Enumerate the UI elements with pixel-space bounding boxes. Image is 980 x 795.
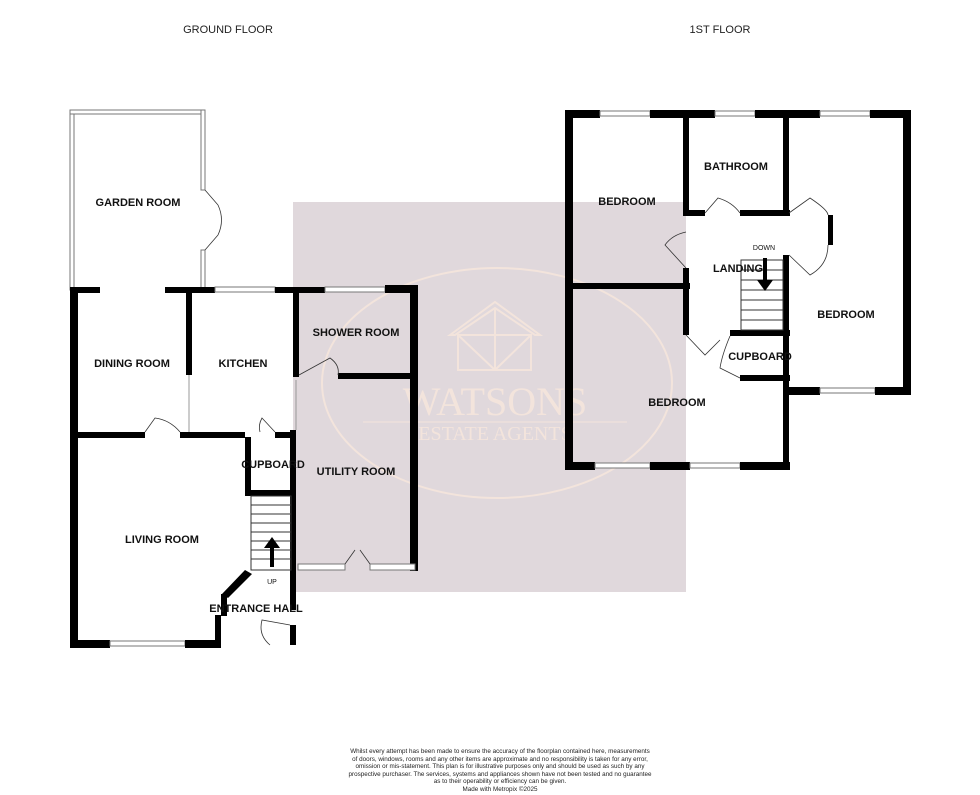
- disclaimer-line: of doors, windows, rooms and any other i…: [352, 755, 648, 763]
- room-label: SHOWER ROOM: [313, 327, 400, 339]
- room-label: CUPBOARD: [728, 351, 792, 363]
- disclaimer-line: prospective purchaser. The services, sys…: [348, 770, 652, 778]
- room-label: ENTRANCE HALL: [209, 603, 303, 615]
- stair-label: DOWN: [753, 245, 775, 252]
- room-label: BEDROOM: [817, 309, 874, 321]
- ground-floor-walls: [69, 109, 418, 648]
- room-label: GARDEN ROOM: [96, 197, 181, 209]
- arrow-down-icon: [757, 280, 773, 291]
- room-label: KITCHEN: [219, 358, 268, 370]
- first-floor-labels: BEDROOM BATHROOM BEDROOM LANDING CUPBOAR…: [598, 161, 874, 409]
- room-label: LIVING ROOM: [125, 534, 199, 546]
- first-floor-title: 1ST FLOOR: [690, 24, 751, 36]
- room-label: BEDROOM: [648, 397, 705, 409]
- watermark-name: WATSONS: [403, 379, 587, 424]
- stairs-down: [740, 259, 784, 331]
- credit: Made with Metropix ©2025: [462, 785, 538, 793]
- disclaimer-line: omission or mis-statement. This plan is …: [355, 763, 645, 771]
- ground-floor-labels: GARDEN ROOM DINING ROOM KITCHEN SHOWER R…: [94, 197, 399, 615]
- room-label: BATHROOM: [704, 161, 768, 173]
- disclaimer-line: Whilst every attempt has been made to en…: [350, 748, 650, 755]
- room-label: LANDING: [713, 263, 763, 275]
- arrow-up-icon: [264, 537, 280, 548]
- house-logo-icon: [446, 300, 544, 371]
- first-floor-walls: [565, 110, 911, 470]
- ground-floor-title: GROUND FLOOR: [183, 24, 273, 36]
- room-label: BEDROOM: [598, 196, 655, 208]
- watermark-tagline: ESTATE AGENTS: [418, 423, 571, 445]
- disclaimer: Whilst every attempt has been made to en…: [300, 748, 700, 794]
- room-label: DINING ROOM: [94, 358, 170, 370]
- disclaimer-line: as to their operability or efficiency ca…: [433, 778, 567, 786]
- room-label: CUPBOARD: [241, 459, 305, 471]
- watermark: WATSONS ESTATE AGENTS: [293, 202, 686, 592]
- room-label: UTILITY ROOM: [317, 466, 396, 478]
- stair-label: UP: [267, 579, 277, 586]
